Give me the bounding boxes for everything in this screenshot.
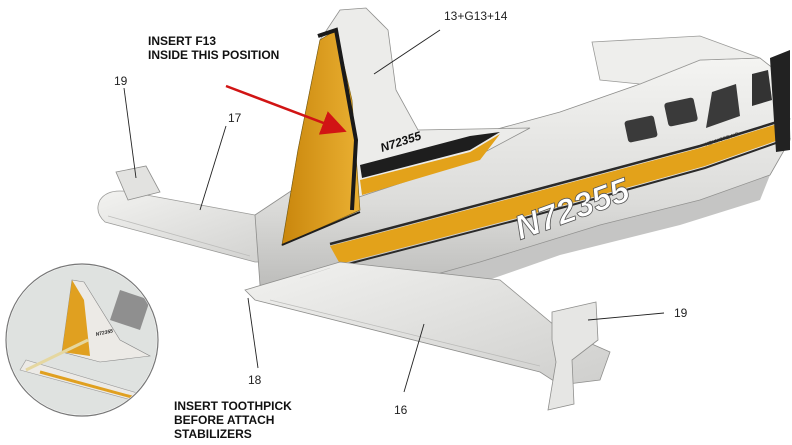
vertical-fin: [281, 7, 531, 246]
cabin-windows: [624, 70, 772, 143]
right-stabilizer-endplate: [547, 301, 599, 411]
callout-stab-right: 16: [394, 403, 408, 417]
callout-stab-left: 17: [228, 111, 242, 125]
callout-stab-end-left: 19: [114, 74, 128, 88]
inset-detail: N72355: [5, 263, 159, 417]
leader-line-icon: [373, 29, 441, 75]
left-stabilizer: [97, 190, 301, 263]
red-arrow-icon: [225, 84, 347, 135]
callout-stab-end-right: 19: [674, 306, 688, 320]
insert-f13-line1: INSERT F13: [148, 34, 216, 48]
leader-line-icon: [199, 125, 227, 211]
insert-f13-line2: INSIDE THIS POSITION: [148, 48, 279, 62]
leader-lines: [123, 29, 665, 393]
right-stabilizer: [244, 261, 611, 386]
leader-line-icon: [123, 87, 137, 179]
insert-toothpick-note: INSERT TOOTHPICK BEFORE ATTACH STABILIZE…: [174, 399, 292, 441]
toothpick-line2: BEFORE ATTACH: [174, 413, 274, 427]
insert-f13-note: INSERT F13 INSIDE THIS POSITION: [148, 34, 279, 62]
inset-registration: N72355: [95, 328, 114, 338]
callout-hinge: 18: [248, 373, 262, 387]
leader-line-icon: [403, 323, 425, 393]
toothpick-line1: INSERT TOOTHPICK: [174, 399, 292, 413]
toothpick-line3: STABILIZERS: [174, 427, 252, 441]
left-stabilizer-endplate: [115, 165, 161, 201]
propeller: [770, 50, 790, 152]
leader-line-icon: [247, 297, 259, 369]
callout-fin-parts: 13+G13+14: [444, 9, 508, 23]
toothpick: [25, 338, 89, 372]
leader-line-icon: [587, 312, 665, 321]
